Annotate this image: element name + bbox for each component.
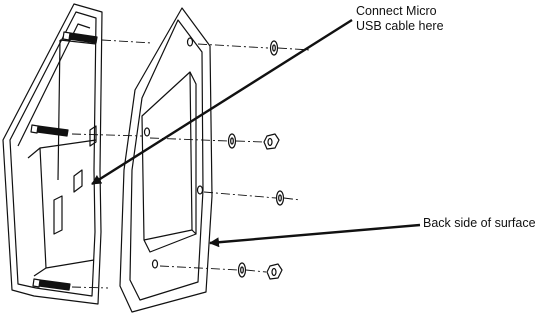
nut-bottom (266, 263, 283, 280)
mounting-frame (119, 7, 213, 313)
usb-callout-line1: Connect Micro (356, 4, 437, 18)
back-side-leader-arrow (209, 223, 421, 248)
washer-mid (227, 133, 237, 149)
usb-leader-arrow (91, 18, 353, 186)
usb-callout-line2: USB cable here (356, 19, 444, 33)
washer-right (275, 190, 285, 206)
device-housing (2, 3, 103, 305)
back-side-callout-label: Back side of surface (423, 216, 536, 230)
screw-mid-left (30, 124, 69, 137)
frame-holes (143, 37, 204, 269)
washer-bottom (237, 262, 247, 278)
usb-callout-label: Connect Micro USB cable here (356, 4, 444, 34)
washer-top (269, 40, 279, 56)
nut-mid (263, 133, 280, 150)
screw-bottom-left (32, 278, 71, 291)
screw-top-left (62, 31, 98, 44)
